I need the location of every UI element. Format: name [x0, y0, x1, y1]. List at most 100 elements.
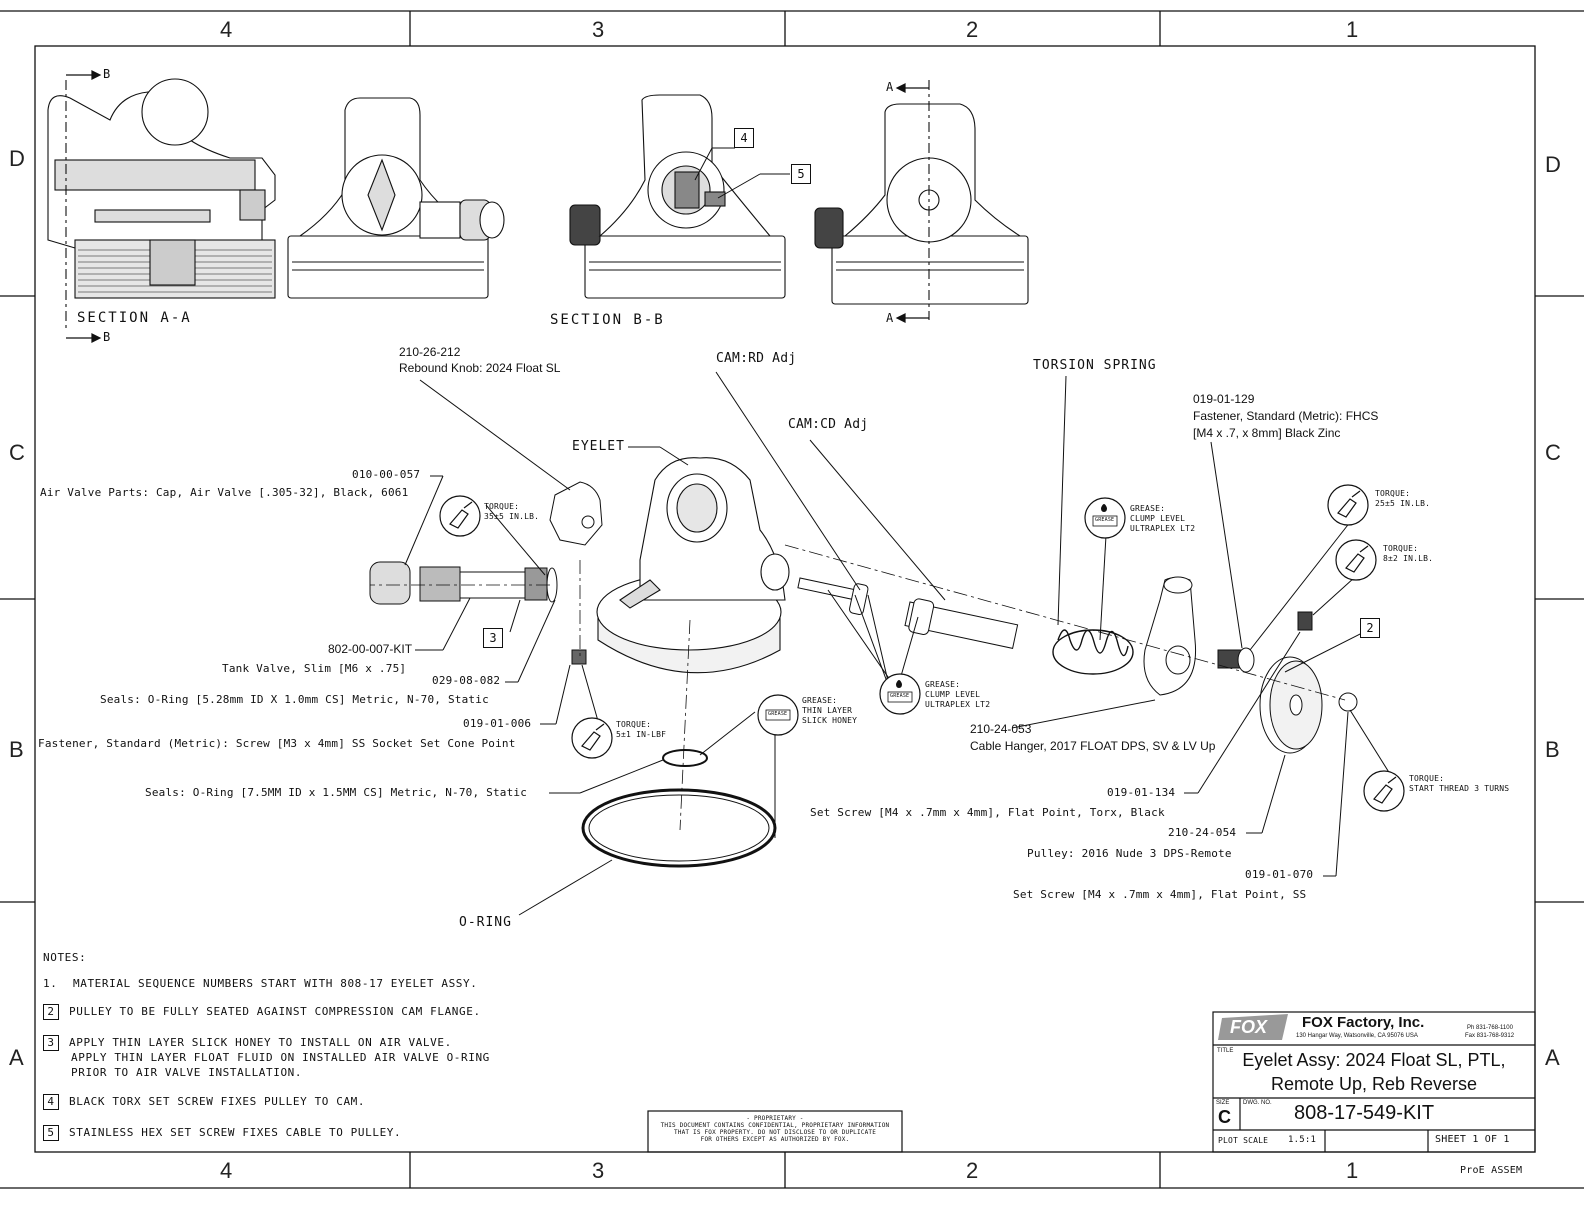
grease-spec: GREASE: — [1130, 504, 1166, 513]
torque-icon — [571, 717, 613, 759]
company-fax: Fax 831-768-9312 — [1465, 1033, 1515, 1039]
note-3-number: 3 — [43, 1035, 59, 1051]
title-block-frame — [647, 1011, 1536, 1153]
proprietary-text: THIS DOCUMENT CONTAINS CONFIDENTIAL, PRO… — [660, 1122, 890, 1129]
proprietary-text: FOR OTHERS EXCEPT AS AUTHORIZED BY FOX. — [700, 1136, 850, 1143]
zone-col-label: 2 — [966, 17, 979, 42]
fox-logo: FOX — [1230, 1017, 1268, 1037]
note-4: 4 BLACK TORX SET SCREW FIXES PULLEY TO CA… — [43, 1094, 365, 1110]
air-valve-parts — [369, 561, 558, 605]
drawing-title-line-1: Eyelet Assy: 2024 Float SL, PTL, — [1242, 1050, 1506, 1070]
zone-row-label: A — [1545, 1045, 1560, 1070]
item-number-4: 4 — [734, 128, 754, 148]
fhcs-desc: [M4 x .7, x 8mm] Black Zinc — [1193, 426, 1341, 440]
zone-row-label: D — [9, 146, 25, 171]
torque-spec: TORQUE: — [484, 502, 520, 511]
zone-row-label: B — [1545, 737, 1560, 762]
oring-small-desc: Seals: O-Ring [5.28mm ID X 1.0mm CS] Met… — [100, 693, 489, 706]
drawing-title-line-2: Remote Up, Reb Reverse — [1270, 1074, 1478, 1094]
note-3-line-2: APPLY THIN LAYER FLOAT FLUID ON INSTALLE… — [71, 1051, 490, 1064]
zone-col-label: 4 — [220, 1158, 233, 1183]
cable-hanger-desc: Cable Hanger, 2017 FLOAT DPS, SV & LV Up — [970, 739, 1216, 753]
setscrew-torx-pn: 019-01-134 — [1107, 786, 1176, 799]
zone-row-label: C — [9, 440, 25, 465]
side-view — [814, 80, 1029, 320]
tank-valve-pn: 802-00-007-KIT — [328, 642, 413, 656]
cut-label: A — [886, 311, 894, 325]
proprietary-text: THAT IS FOX PROPERTY. DO NOT DISCLOSE TO… — [673, 1129, 877, 1136]
grease-icon-label: GREASE — [768, 711, 788, 717]
note-4-number: 4 — [43, 1094, 59, 1110]
setscrew-ss-pn: 019-01-070 — [1245, 868, 1314, 881]
pulley-desc: Pulley: 2016 Nude 3 DPS-Remote — [1027, 847, 1232, 860]
company-name: FOX Factory, Inc. — [1302, 1014, 1425, 1031]
item-number-3: 3 — [483, 628, 503, 648]
pulley-pn: 210-24-054 — [1168, 826, 1237, 839]
eyelet-body — [596, 457, 790, 674]
section-bb-label: SECTION B-B — [550, 312, 665, 328]
setscrew-m3-desc: Fastener, Standard (Metric): Screw [M3 x… — [38, 737, 516, 750]
zone-col-label: 3 — [592, 17, 605, 42]
company-phone: Ph 831-768-1100 — [1467, 1025, 1513, 1031]
grease-spec: ULTRAPLEX LT2 — [925, 700, 991, 709]
torque-icon — [1327, 484, 1369, 526]
title-label: TITLE — [1217, 1048, 1234, 1054]
setscrew-m3-pn: 019-01-006 — [463, 717, 532, 730]
torque-icon — [439, 495, 481, 537]
zone-col-label: 1 — [1346, 1158, 1359, 1183]
setscrew-ss-desc: Set Screw [M4 x .7mm x 4mm], Flat Point,… — [1013, 888, 1307, 901]
note-2-text: PULLEY TO BE FULLY SEATED AGAINST COMPRE… — [69, 1005, 481, 1018]
pulley-part — [1259, 656, 1323, 754]
torque-spec: START THREAD 3 TURNS — [1409, 784, 1510, 793]
grease-spec: CLUMP LEVEL — [925, 690, 981, 699]
note-5-text: STAINLESS HEX SET SCREW FIXES CABLE TO P… — [69, 1126, 402, 1139]
notes-heading: NOTES: — [43, 951, 87, 964]
torque-spec: 25±5 IN.LB. — [1375, 499, 1431, 508]
note-2-number: 2 — [43, 1004, 59, 1020]
torque-spec: TORQUE: — [1375, 489, 1411, 498]
oring-small-pn: 029-08-082 — [432, 674, 501, 687]
torque-spec: 5±1 IN-LBF — [616, 730, 667, 739]
dwg-no-label: DWG. NO. — [1243, 1100, 1272, 1106]
size-label: SIZE — [1216, 1100, 1230, 1106]
eyelet-label: EYELET — [572, 439, 625, 454]
note-4-text: BLACK TORX SET SCREW FIXES PULLEY TO CAM… — [69, 1095, 366, 1108]
torque-spec: 8±2 IN.LB. — [1383, 554, 1434, 563]
leader-lines — [404, 147, 1396, 916]
model-type: ProE ASSEM — [1460, 1165, 1523, 1176]
cams-part — [797, 577, 1019, 649]
grease-spec: GREASE: — [925, 680, 961, 689]
grease-icon-label: GREASE — [1095, 517, 1115, 523]
torque-spec: TORQUE: — [1409, 774, 1445, 783]
tank-valve-desc: Tank Valve, Slim [M6 x .75] — [222, 662, 407, 675]
small-oring-part — [662, 749, 708, 767]
cut-label: B — [103, 330, 111, 344]
zone-col-label: 2 — [966, 1158, 979, 1183]
torque-icon — [1363, 770, 1405, 812]
m3-set-screw-part — [571, 649, 587, 665]
grease-spec: GREASE: — [802, 696, 838, 705]
sheet-size: C — [1218, 1107, 1231, 1127]
torx-set-screw-part — [1297, 611, 1313, 631]
section-aa-label: SECTION A-A — [77, 310, 192, 326]
drawing-number: 808-17-549-KIT — [1294, 1102, 1435, 1124]
setscrew-torx-desc: Set Screw [M4 x .7mm x 4mm], Flat Point,… — [810, 806, 1165, 819]
cut-label: B — [103, 67, 111, 81]
plot-scale-label: PLOT SCALE — [1218, 1136, 1269, 1145]
grease-spec: SLICK HONEY — [802, 716, 858, 725]
note-3-text: APPLY THIN LAYER SLICK HONEY TO INSTALL … — [69, 1036, 452, 1049]
fhcs-pn: 019-01-129 — [1193, 392, 1255, 406]
fox-logo-shape — [1218, 1014, 1288, 1040]
ss-set-screw-part — [1338, 692, 1358, 712]
zone-row-label: B — [9, 737, 24, 762]
front-view — [287, 97, 505, 299]
rebound-knob-part — [549, 481, 603, 546]
grease-icon-label: GREASE — [890, 693, 910, 699]
air-valve-pn: 010-00-057 — [352, 468, 421, 481]
grease-spec: ULTRAPLEX LT2 — [1130, 524, 1196, 533]
torque-spec: TORQUE: — [1383, 544, 1419, 553]
plot-scale: 1.5:1 — [1288, 1135, 1317, 1145]
